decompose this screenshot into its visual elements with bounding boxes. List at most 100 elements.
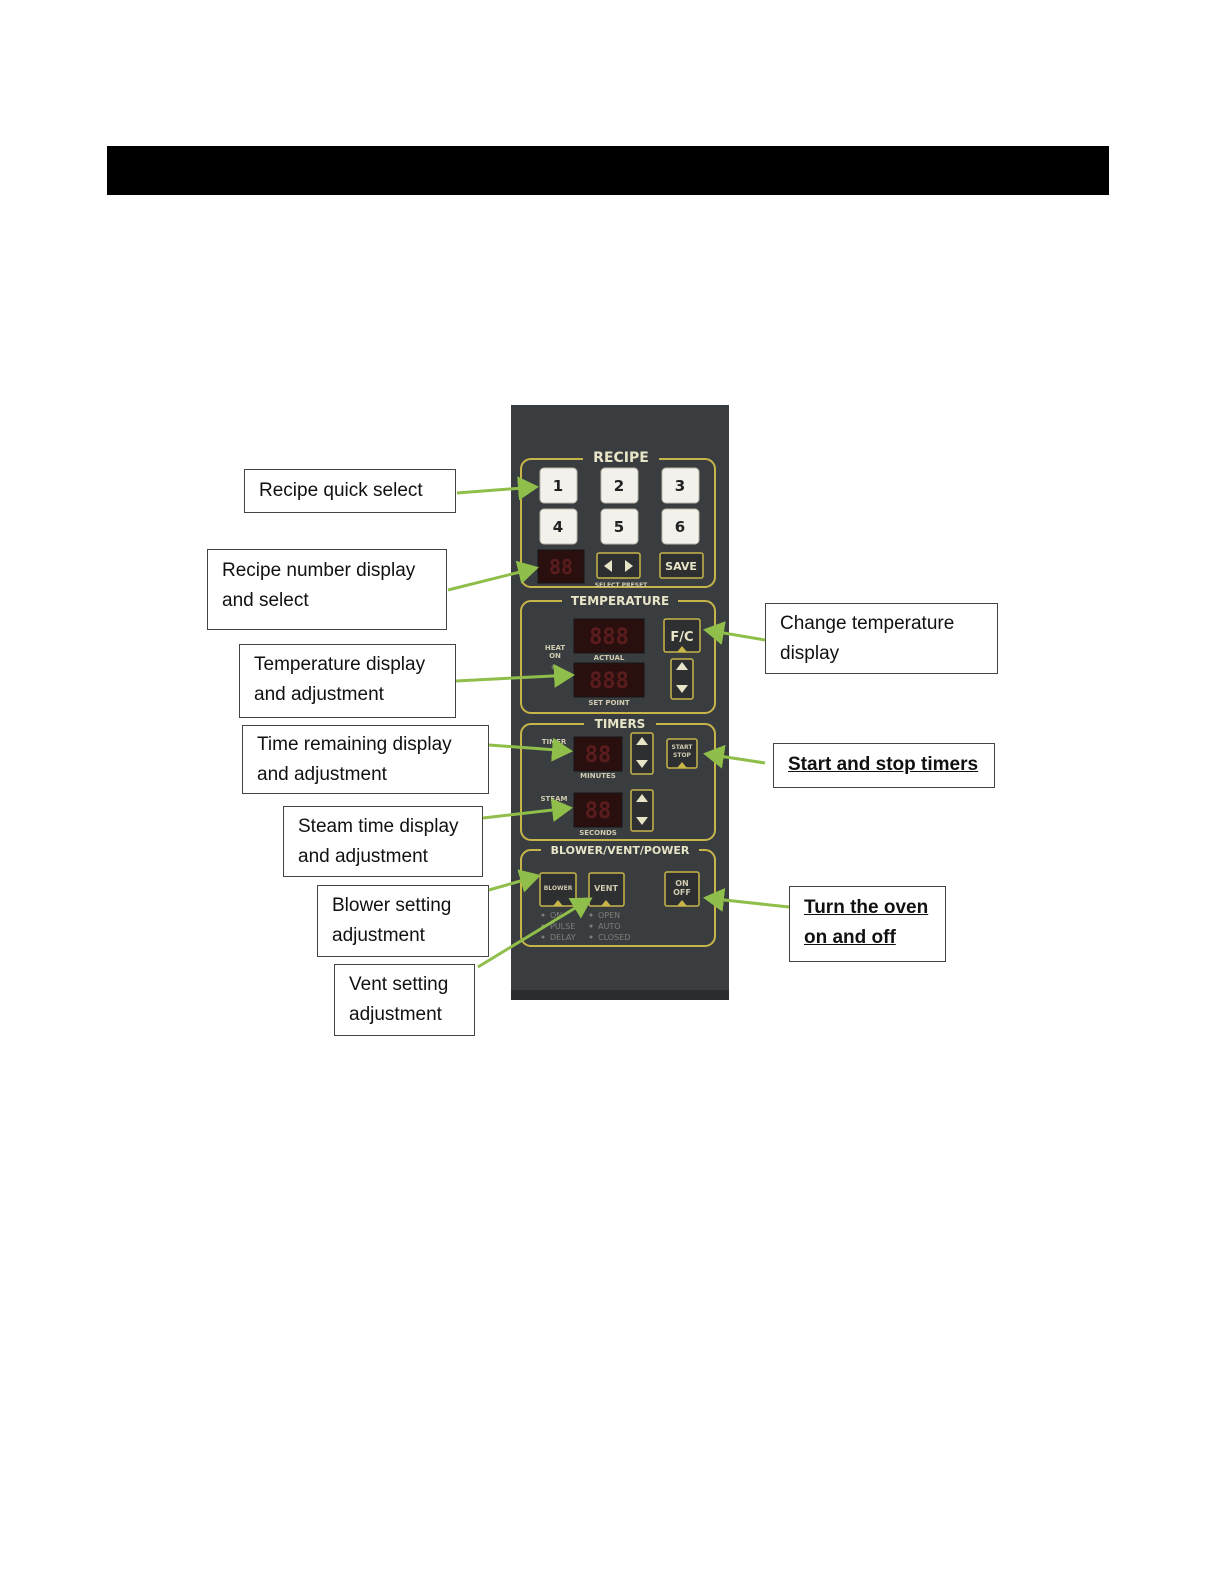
timers-title-bg — [584, 716, 656, 731]
recipe-number-digits: 88 — [549, 555, 573, 579]
recipe-key-2[interactable]: 2 — [600, 467, 639, 504]
svg-text:2: 2 — [614, 477, 624, 495]
callout-text-line1: Temperature display — [254, 654, 426, 675]
recipe-key-4[interactable]: 4 — [539, 508, 578, 545]
seconds-label: SECONDS — [579, 829, 617, 837]
recipe-key-5[interactable]: 5 — [600, 508, 639, 545]
callout-change-temperature: Change temperature display — [765, 603, 998, 674]
actual-temp-display — [573, 618, 645, 654]
vent-button[interactable]: VENT — [588, 872, 625, 907]
svg-text:ON: ON — [675, 879, 689, 888]
svg-text:3: 3 — [675, 477, 685, 495]
section-header-bar — [107, 146, 1109, 195]
svg-text:AUTO: AUTO — [598, 922, 621, 931]
recipe-key-6[interactable]: 6 — [661, 508, 700, 545]
svg-text:5: 5 — [614, 518, 624, 536]
recipe-title: RECIPE — [593, 450, 649, 466]
left-arrow-icon — [604, 560, 612, 572]
callout-vent-setting: Vent setting adjustment — [334, 964, 475, 1036]
callout-recipe-quick-select: Recipe quick select — [244, 469, 456, 513]
callout-start-stop-timers: Start and stop timers — [773, 743, 995, 788]
up-arrow-icon — [676, 662, 688, 670]
timer-minutes-digits: 88 — [585, 743, 612, 768]
svg-text:ON: ON — [550, 911, 562, 920]
callout-text-line2: and adjustment — [254, 684, 384, 705]
callout-text: Recipe quick select — [259, 480, 423, 501]
steam-label: STEAM — [541, 795, 568, 803]
recipe-key-1[interactable]: 1 — [539, 467, 578, 504]
indicator-triangle-icon — [677, 646, 687, 652]
callout-text-line2: on and off — [804, 927, 896, 948]
steam-seconds-display — [573, 792, 623, 828]
svg-text:6: 6 — [675, 518, 685, 536]
svg-text:DELAY: DELAY — [550, 933, 576, 942]
down-arrow-icon — [676, 685, 688, 693]
callout-text-line2: and adjustment — [257, 764, 387, 785]
timers-title: TIMERS — [595, 717, 646, 731]
svg-text:4: 4 — [553, 518, 563, 536]
callout-turn-oven-on-off: Turn the oven on and off — [789, 886, 946, 962]
svg-text:F/C: F/C — [670, 630, 693, 645]
actual-temp-digits: 888 — [589, 625, 629, 650]
temperature-title: TEMPERATURE — [571, 594, 669, 608]
svg-text:OPEN: OPEN — [598, 911, 620, 920]
power-on-off-button[interactable]: ON OFF — [664, 871, 700, 907]
temperature-title-bg — [562, 593, 678, 608]
svg-text:PULSE: PULSE — [550, 922, 575, 931]
indicator-triangle-icon — [601, 900, 611, 906]
heat-on-label-2: ON — [549, 652, 561, 660]
recipe-title-bg — [583, 449, 659, 465]
recipe-key-3[interactable]: 3 — [661, 467, 700, 504]
svg-text:STOP: STOP — [673, 752, 692, 759]
svg-text:BLOWER: BLOWER — [544, 885, 573, 892]
minutes-label: MINUTES — [580, 772, 616, 780]
svg-text:1: 1 — [553, 477, 563, 495]
timer-minutes-display — [573, 736, 623, 772]
callout-text-line1: Recipe number display — [222, 560, 416, 581]
up-arrow-icon — [636, 737, 648, 745]
callout-text-line1: Change temperature — [780, 613, 955, 634]
callout-text-line2: and adjustment — [298, 846, 428, 867]
save-button[interactable]: SAVE — [659, 552, 704, 579]
steam-seconds-digits: 88 — [585, 799, 612, 824]
panel-bottom-edge — [511, 990, 729, 1000]
fc-button[interactable]: F/C — [663, 618, 701, 653]
select-preset-arrows[interactable] — [596, 552, 641, 579]
timer-up-down-buttons[interactable] — [630, 732, 654, 775]
timer-label: TIMER — [542, 738, 567, 746]
indicator-triangle-icon — [677, 900, 687, 906]
callout-recipe-number-display: Recipe number display and select — [207, 549, 447, 630]
callout-time-remaining: Time remaining display and adjustment — [242, 725, 489, 794]
callout-text-line1: Turn the oven — [804, 897, 929, 918]
svg-text:VENT: VENT — [594, 884, 618, 893]
callout-text-line1: Steam time display — [298, 816, 459, 837]
set-point-label: SET POINT — [588, 699, 630, 707]
callout-text-line2: display — [780, 643, 840, 664]
actual-label: ACTUAL — [594, 654, 625, 662]
callout-steam-time: Steam time display and adjustment — [283, 806, 483, 877]
callout-blower-setting: Blower setting adjustment — [317, 885, 489, 957]
callout-text-line2: adjustment — [349, 1004, 442, 1025]
callout-text-line1: Blower setting — [332, 895, 452, 916]
svg-text:SAVE: SAVE — [665, 560, 697, 573]
up-arrow-icon — [636, 794, 648, 802]
right-arrow-icon — [625, 560, 633, 572]
blower-button[interactable]: BLOWER — [539, 872, 577, 907]
callout-text-line1: Time remaining display — [257, 734, 452, 755]
indicator-triangle-icon — [677, 762, 687, 768]
down-arrow-icon — [636, 817, 648, 825]
svg-text:CLOSED: CLOSED — [598, 933, 630, 942]
set-point-digits: 888 — [589, 669, 629, 694]
heat-on-indicator — [551, 664, 557, 670]
start-stop-button[interactable]: START STOP — [666, 738, 698, 769]
svg-text:OFF: OFF — [673, 888, 691, 897]
callout-text-line1: Vent setting — [349, 974, 449, 995]
bvp-title: BLOWER/VENT/POWER — [551, 844, 690, 857]
select-preset-label: SELECT PRESET — [595, 582, 648, 589]
steam-up-down-buttons[interactable] — [630, 789, 654, 832]
callout-text: Start and stop timers — [788, 754, 979, 775]
temp-up-button[interactable] — [670, 658, 694, 700]
heat-on-label-1: HEAT — [545, 644, 566, 652]
bvp-title-bg — [541, 842, 699, 857]
callout-text-line2: and select — [222, 590, 309, 611]
